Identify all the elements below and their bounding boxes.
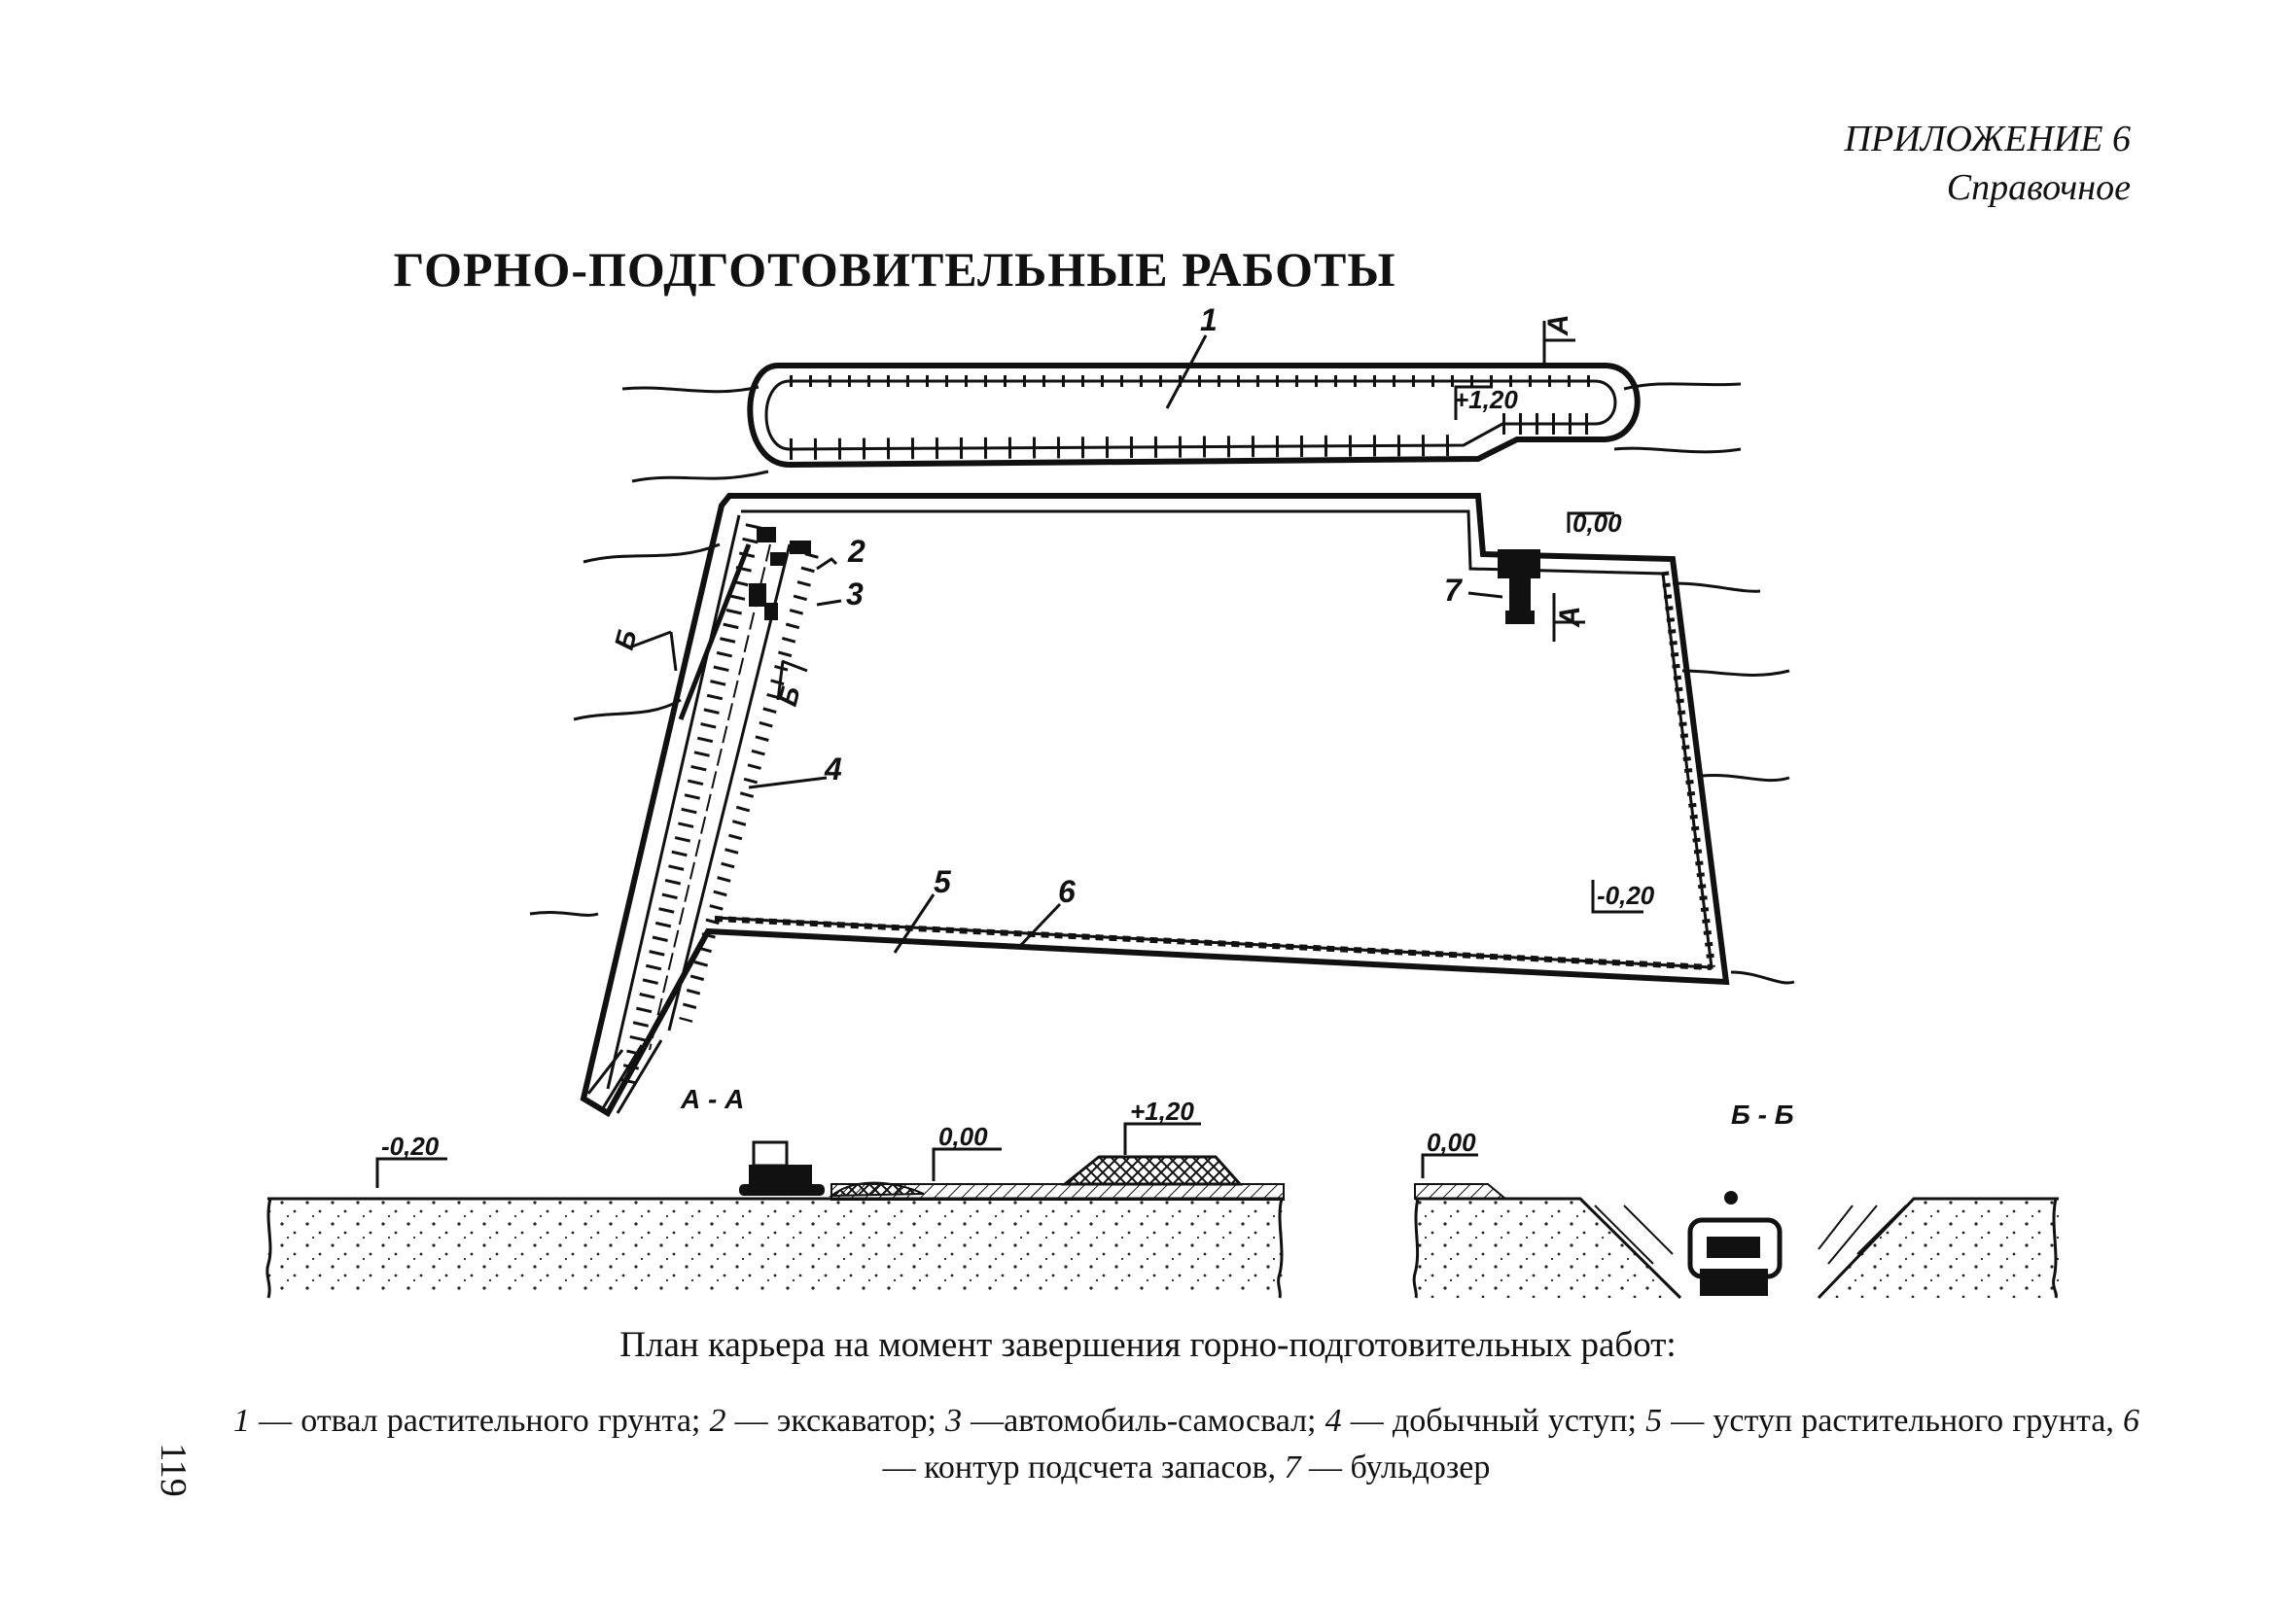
elevation-plan-bottom: -0,20 xyxy=(1597,881,1655,910)
callout-5: 5 xyxy=(934,864,952,899)
section-b-profile xyxy=(1412,1183,2059,1300)
callout-6: 6 xyxy=(1058,874,1076,909)
page-title: ГОРНО-ПОДГОТОВИТЕЛЬНЫЕ РАБОТЫ xyxy=(393,242,1396,297)
legend-num-3: 3 xyxy=(945,1403,963,1439)
dump-truck-in-trench xyxy=(749,583,778,620)
appendix-header: ПРИЛОЖЕНИЕ 6 Справочное xyxy=(1845,115,2131,212)
legend-text-5: — уступ раститель­ного грунта, xyxy=(1662,1403,2124,1439)
figure-legend: 1 — отвал растительного грунта; 2 — экск… xyxy=(233,1398,2139,1491)
section-b-mark-top: Б xyxy=(609,626,643,652)
elevation-section-b-ground: 0,00 xyxy=(1427,1128,1476,1157)
elevation-plan-ground: 0,00 xyxy=(1572,508,1622,538)
callout-1: 1 xyxy=(1200,302,1218,337)
section-line-a xyxy=(1542,321,1585,642)
section-b-title: Б - Б xyxy=(1731,1100,1794,1130)
legend-text-1: — отвал растительного грунта; xyxy=(250,1403,710,1439)
appendix-number: ПРИЛОЖЕНИЕ 6 xyxy=(1844,119,2131,159)
callout-2: 2 xyxy=(847,534,865,569)
bulldozer-symbol xyxy=(1498,549,1540,624)
legend-num-4: 4 xyxy=(1325,1403,1342,1439)
callout-4: 4 xyxy=(824,751,842,786)
elevation-section-left: -0,20 xyxy=(381,1132,440,1161)
legend-text-6: — контур подсчета запасов, xyxy=(882,1450,1285,1485)
legend-num-1: 1 xyxy=(233,1403,250,1439)
legend-text-7: — бульдозер xyxy=(1300,1450,1491,1485)
figure-caption: План карьера на момент завершения горно-… xyxy=(619,1325,1677,1365)
elevation-leader-section-b xyxy=(1421,1153,1478,1178)
legend-text-3: —автомобиль-самосвал; xyxy=(962,1403,1325,1439)
legend-text-4: — добычный уступ; xyxy=(1341,1403,1646,1439)
section-a-mark-bottom: A xyxy=(1554,606,1586,628)
legend-num-7: 7 xyxy=(1284,1450,1301,1485)
callout-3: 3 xyxy=(846,576,864,611)
elevation-dump-top: +1,20 xyxy=(1454,385,1518,414)
elevation-leaders-section-a xyxy=(375,1122,1201,1188)
excavator-in-trench xyxy=(757,527,811,566)
callout-leaders xyxy=(748,334,1503,954)
access-trench xyxy=(586,514,819,1114)
section-a-title: А - А xyxy=(680,1084,744,1114)
legend-text-2: — экскаватор; xyxy=(725,1403,946,1439)
section-b-mark-bottom: Б xyxy=(772,682,806,709)
bulldozer-in-section xyxy=(739,1140,825,1196)
section-a-mark-top: A xyxy=(1542,314,1574,336)
legend-num-6: 6 xyxy=(2123,1403,2140,1439)
quarry-outline xyxy=(580,493,1730,1118)
elevation-leaders-plan xyxy=(1454,385,1643,914)
appendix-type: Справочное xyxy=(1946,167,2131,208)
elevation-section-ground: 0,00 xyxy=(938,1122,988,1151)
elevation-section-dump: +1,20 xyxy=(1130,1097,1194,1126)
page-number: 119 xyxy=(152,1443,194,1497)
legend-num-2: 2 xyxy=(709,1403,726,1439)
excavator-in-section xyxy=(1687,1191,1783,1296)
legend-num-5: 5 xyxy=(1645,1403,1663,1439)
section-a-profile xyxy=(265,1155,1285,1299)
callout-7: 7 xyxy=(1444,573,1464,608)
section-line-b xyxy=(631,630,808,701)
topsoil-dump xyxy=(747,363,1641,469)
